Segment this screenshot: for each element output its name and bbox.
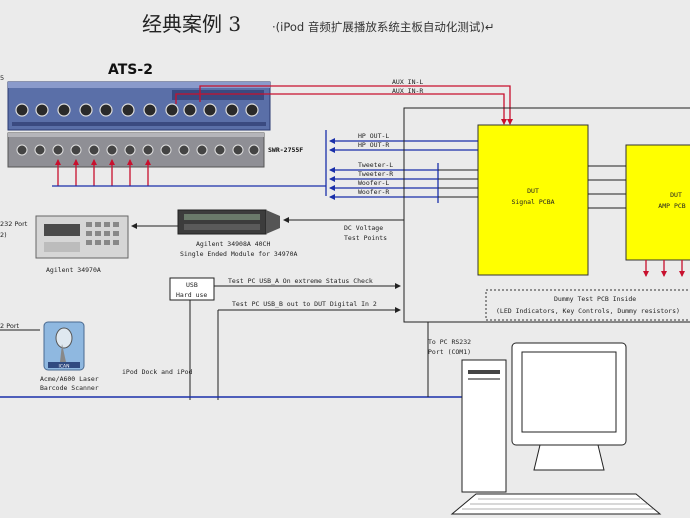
dut-signal-pcba xyxy=(477,124,589,276)
woofer-r-label: Woofer-R xyxy=(358,188,389,196)
usb-hub-line-2: Hard use xyxy=(176,291,207,299)
ats-analyzer xyxy=(7,81,271,131)
aux-in-r-label: AUX IN-R xyxy=(392,87,423,95)
dc-voltage-label-2: Test Points xyxy=(344,234,387,242)
scanner-logo: ICAN xyxy=(59,364,70,370)
woofer-l-label: Woofer-L xyxy=(358,179,389,187)
dut1-title: DUT xyxy=(527,187,539,195)
amp-output-wires xyxy=(643,260,685,277)
barcode-scanner: ICAN xyxy=(43,321,85,371)
dummy-pcb-box xyxy=(485,289,690,321)
dut2-title: DUT xyxy=(670,191,682,199)
mux-caption-2: Single Ended Module for 34970A xyxy=(180,250,297,258)
tweeter-r-label: Tweeter-R xyxy=(358,170,393,178)
test-fixture-box xyxy=(403,107,690,323)
mux-caption-1: Agilent 34908A 40CH xyxy=(196,240,270,248)
hp-out-l-label: HP OUT-L xyxy=(358,132,389,140)
usb-b-label: Test PC USB_B out to DUT Digital In 2 xyxy=(232,300,377,308)
switcher-input-wires xyxy=(55,159,151,186)
dc-voltage-label-1: DC Voltage xyxy=(344,224,383,232)
dc-voltage-wires xyxy=(131,217,404,229)
scanner-caption-1: Acme/A600 Laser xyxy=(40,375,99,383)
left-port-label-3: 2 Port xyxy=(0,322,20,330)
ats-label: ATS-2 xyxy=(108,62,153,78)
aux-in-l-label: AUX IN-L xyxy=(392,78,423,86)
switcher-unit xyxy=(7,132,265,168)
dummy-pcb-line-1: Dummy Test PCB Inside xyxy=(554,295,636,303)
left-port-label-2: 2) xyxy=(0,231,7,239)
dut-to-switch-wires xyxy=(438,169,478,198)
left-edge-label-top: 5 xyxy=(0,74,4,82)
usb-hub-line-1: USB xyxy=(186,281,198,289)
signal-bus xyxy=(52,130,478,203)
tweeter-l-label: Tweeter-L xyxy=(358,161,393,169)
agilent-dmm xyxy=(35,215,129,259)
dut-interconnect xyxy=(588,165,626,209)
dummy-pcb-line-2: (LED Indicators, Key Controls, Dummy res… xyxy=(496,307,680,315)
dmm-caption: Agilent 34970A xyxy=(46,266,101,274)
left-port-label-1: 232 Port xyxy=(0,220,28,228)
scanner-caption-2: Barcode Scanner xyxy=(40,384,99,392)
page-title: 经典案例 3 xyxy=(142,12,241,36)
page-subtitle: ·(iPod 音频扩展播放系统主板自动化测试)↵ xyxy=(272,20,494,34)
dut-amp-pcb xyxy=(625,144,690,261)
switcher-label: SWR-2755F xyxy=(268,146,303,154)
dut1-subtitle: Signal PCBA xyxy=(511,198,554,206)
mux-module xyxy=(177,209,280,235)
usb-a-label: Test PC USB_A On extreme Status Check xyxy=(228,277,373,285)
ipod-dock-caption: iPod Dock and iPod xyxy=(122,368,193,376)
rs232-label-1: To PC RS232 xyxy=(428,338,471,346)
usb-hub-box xyxy=(169,277,215,301)
aux-wires xyxy=(175,85,513,125)
rs232-label-2: Port (COM1) xyxy=(428,348,471,356)
test-pc xyxy=(450,342,662,515)
hp-out-r-label: HP OUT-R xyxy=(358,141,389,149)
usb-wires xyxy=(189,283,401,400)
dut2-subtitle: AMP PCB xyxy=(658,202,685,210)
